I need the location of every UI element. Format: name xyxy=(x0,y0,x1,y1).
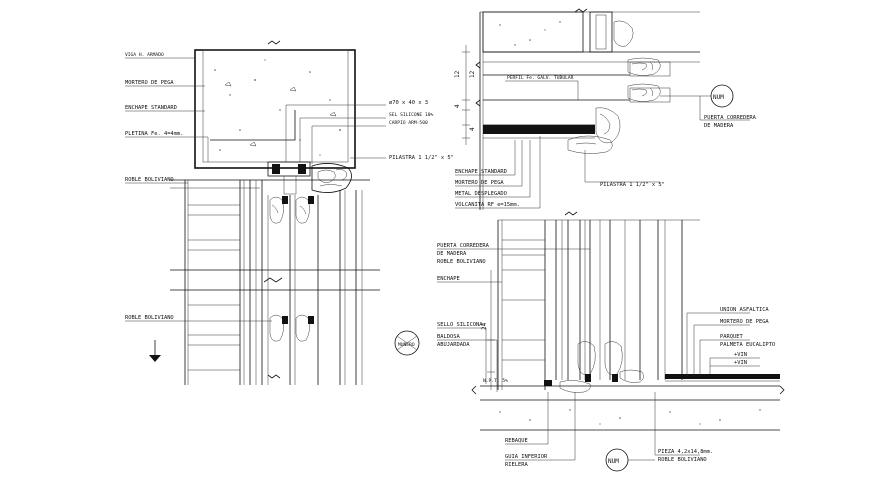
label-puerta-top: PUERTA CORREDERA xyxy=(704,115,757,121)
parquet-layer xyxy=(665,374,780,379)
top-wood-profiles xyxy=(567,57,671,154)
label-viga: VIGA H. ARMADO xyxy=(125,52,164,58)
sliding-door-panels xyxy=(249,180,363,385)
label-vin-1: +VIN xyxy=(734,352,747,358)
label-carpo: CARPIO ARM-500 xyxy=(389,120,428,126)
label-volcanita: VOLCANITA RF e=15mm. xyxy=(455,202,520,208)
label-parquet-2: PALMETA EUCALIPTO xyxy=(720,342,775,348)
label-guia: GUIA INFERIOR xyxy=(505,454,548,460)
section-marker-munero xyxy=(394,330,420,356)
label-baldosa-2: ABUJARDADA xyxy=(437,342,470,348)
left-leaders xyxy=(125,57,386,322)
label-pieza: PIEZA 4,2x14,8mm. xyxy=(658,449,713,455)
dim-4-b: 4 xyxy=(469,127,476,131)
level-marker-icon xyxy=(149,355,161,362)
section-marker-num-bottom xyxy=(605,448,655,472)
label-mortero-top: MORTERO DE PEGA xyxy=(455,180,504,186)
top-right-leaders xyxy=(455,80,750,209)
label-puerta-top-2: DE MADERA xyxy=(704,123,734,129)
label-enchape: ENCHAPE STANDARD xyxy=(125,105,177,111)
label-mortero-bottom: MORTERO DE PEGA xyxy=(720,319,769,325)
bottom-right-leaders xyxy=(437,248,760,461)
marker-text-num-top: NUM xyxy=(713,94,724,101)
label-metal: METAL DESPLEGADO xyxy=(455,191,507,197)
label-vin-2: +VIN xyxy=(734,360,747,366)
label-puerta-bottom-3: ROBLE BOLIVIANO xyxy=(437,259,486,265)
dim-12-b: 12 xyxy=(469,70,476,78)
label-pilastra-top: PILASTRA 1 1/2" x 5" xyxy=(600,182,665,188)
label-pletina: PLETINA Fe. 4=4mm. xyxy=(125,131,183,137)
dim-24: 24 xyxy=(481,322,488,330)
label-tubo: ø70 x 40 x 3 xyxy=(389,100,428,106)
brick-courses xyxy=(188,204,240,371)
label-roble-2: ROBLE BOLIVIANO xyxy=(125,315,174,321)
top-right-detail: 12 4 12 4 PERFIL Fe. GALV. TUBULAR P xyxy=(454,8,757,210)
concrete-beam xyxy=(194,49,356,169)
dim-12-a: 12 xyxy=(454,70,461,78)
label-parquet: PARQUET xyxy=(720,334,743,340)
dimension-line xyxy=(462,45,470,145)
bottom-wood-profiles xyxy=(544,341,644,393)
tube-section xyxy=(298,164,306,174)
wall-courses xyxy=(502,239,545,361)
left-detail: VIGA H. ARMADO MORTERO DE PEGA ENCHAPE S… xyxy=(125,40,454,385)
label-perfil: PERFIL Fe. GALV. TUBULAR xyxy=(507,75,574,81)
bottom-right-detail: 24 PUERTA xyxy=(437,211,785,472)
volcanita-layer xyxy=(483,125,595,134)
label-baldosa: BALDOSA xyxy=(437,334,460,340)
bottom-door-panels xyxy=(555,220,683,380)
label-rebaque: REBAQUE xyxy=(505,438,528,444)
door-wood-profiles xyxy=(269,196,314,342)
label-puerta-bottom-2: DE MADERA xyxy=(437,251,467,257)
label-guia-2: RIELERA xyxy=(505,462,528,468)
tube-section xyxy=(272,164,280,174)
section-marker-num-top xyxy=(700,84,734,108)
label-roble-1: ROBLE BOLIVIANO xyxy=(125,177,174,183)
pilastra-wood xyxy=(311,163,352,193)
label-pilastra: PILASTRA 1 1/2" x 5" xyxy=(389,155,454,161)
label-npt: N.P.T. 5% xyxy=(483,378,508,384)
label-mortero: MORTERO DE PEGA xyxy=(125,80,174,86)
label-pieza-2: ROBLE BOLIVIANO xyxy=(658,457,707,463)
marker-text-munero: MUNERO xyxy=(398,342,415,348)
concrete-hatch xyxy=(214,59,341,156)
label-puerta-bottom: PUERTA CORREDERA xyxy=(437,243,490,249)
dim-4-a: 4 xyxy=(454,104,461,108)
label-union: UNION ASFALTICA xyxy=(720,307,769,313)
label-enchape-top: ENCHAPE STANDARD xyxy=(455,169,507,175)
slab-hatch xyxy=(499,409,761,425)
label-enchape-bottom: ENCHAPE xyxy=(437,276,460,282)
label-sel: SEL SILICONE 10% xyxy=(389,112,433,118)
label-sello: SELLO SILICONA xyxy=(437,322,483,328)
marker-text-num-bottom: NUM xyxy=(608,458,619,465)
